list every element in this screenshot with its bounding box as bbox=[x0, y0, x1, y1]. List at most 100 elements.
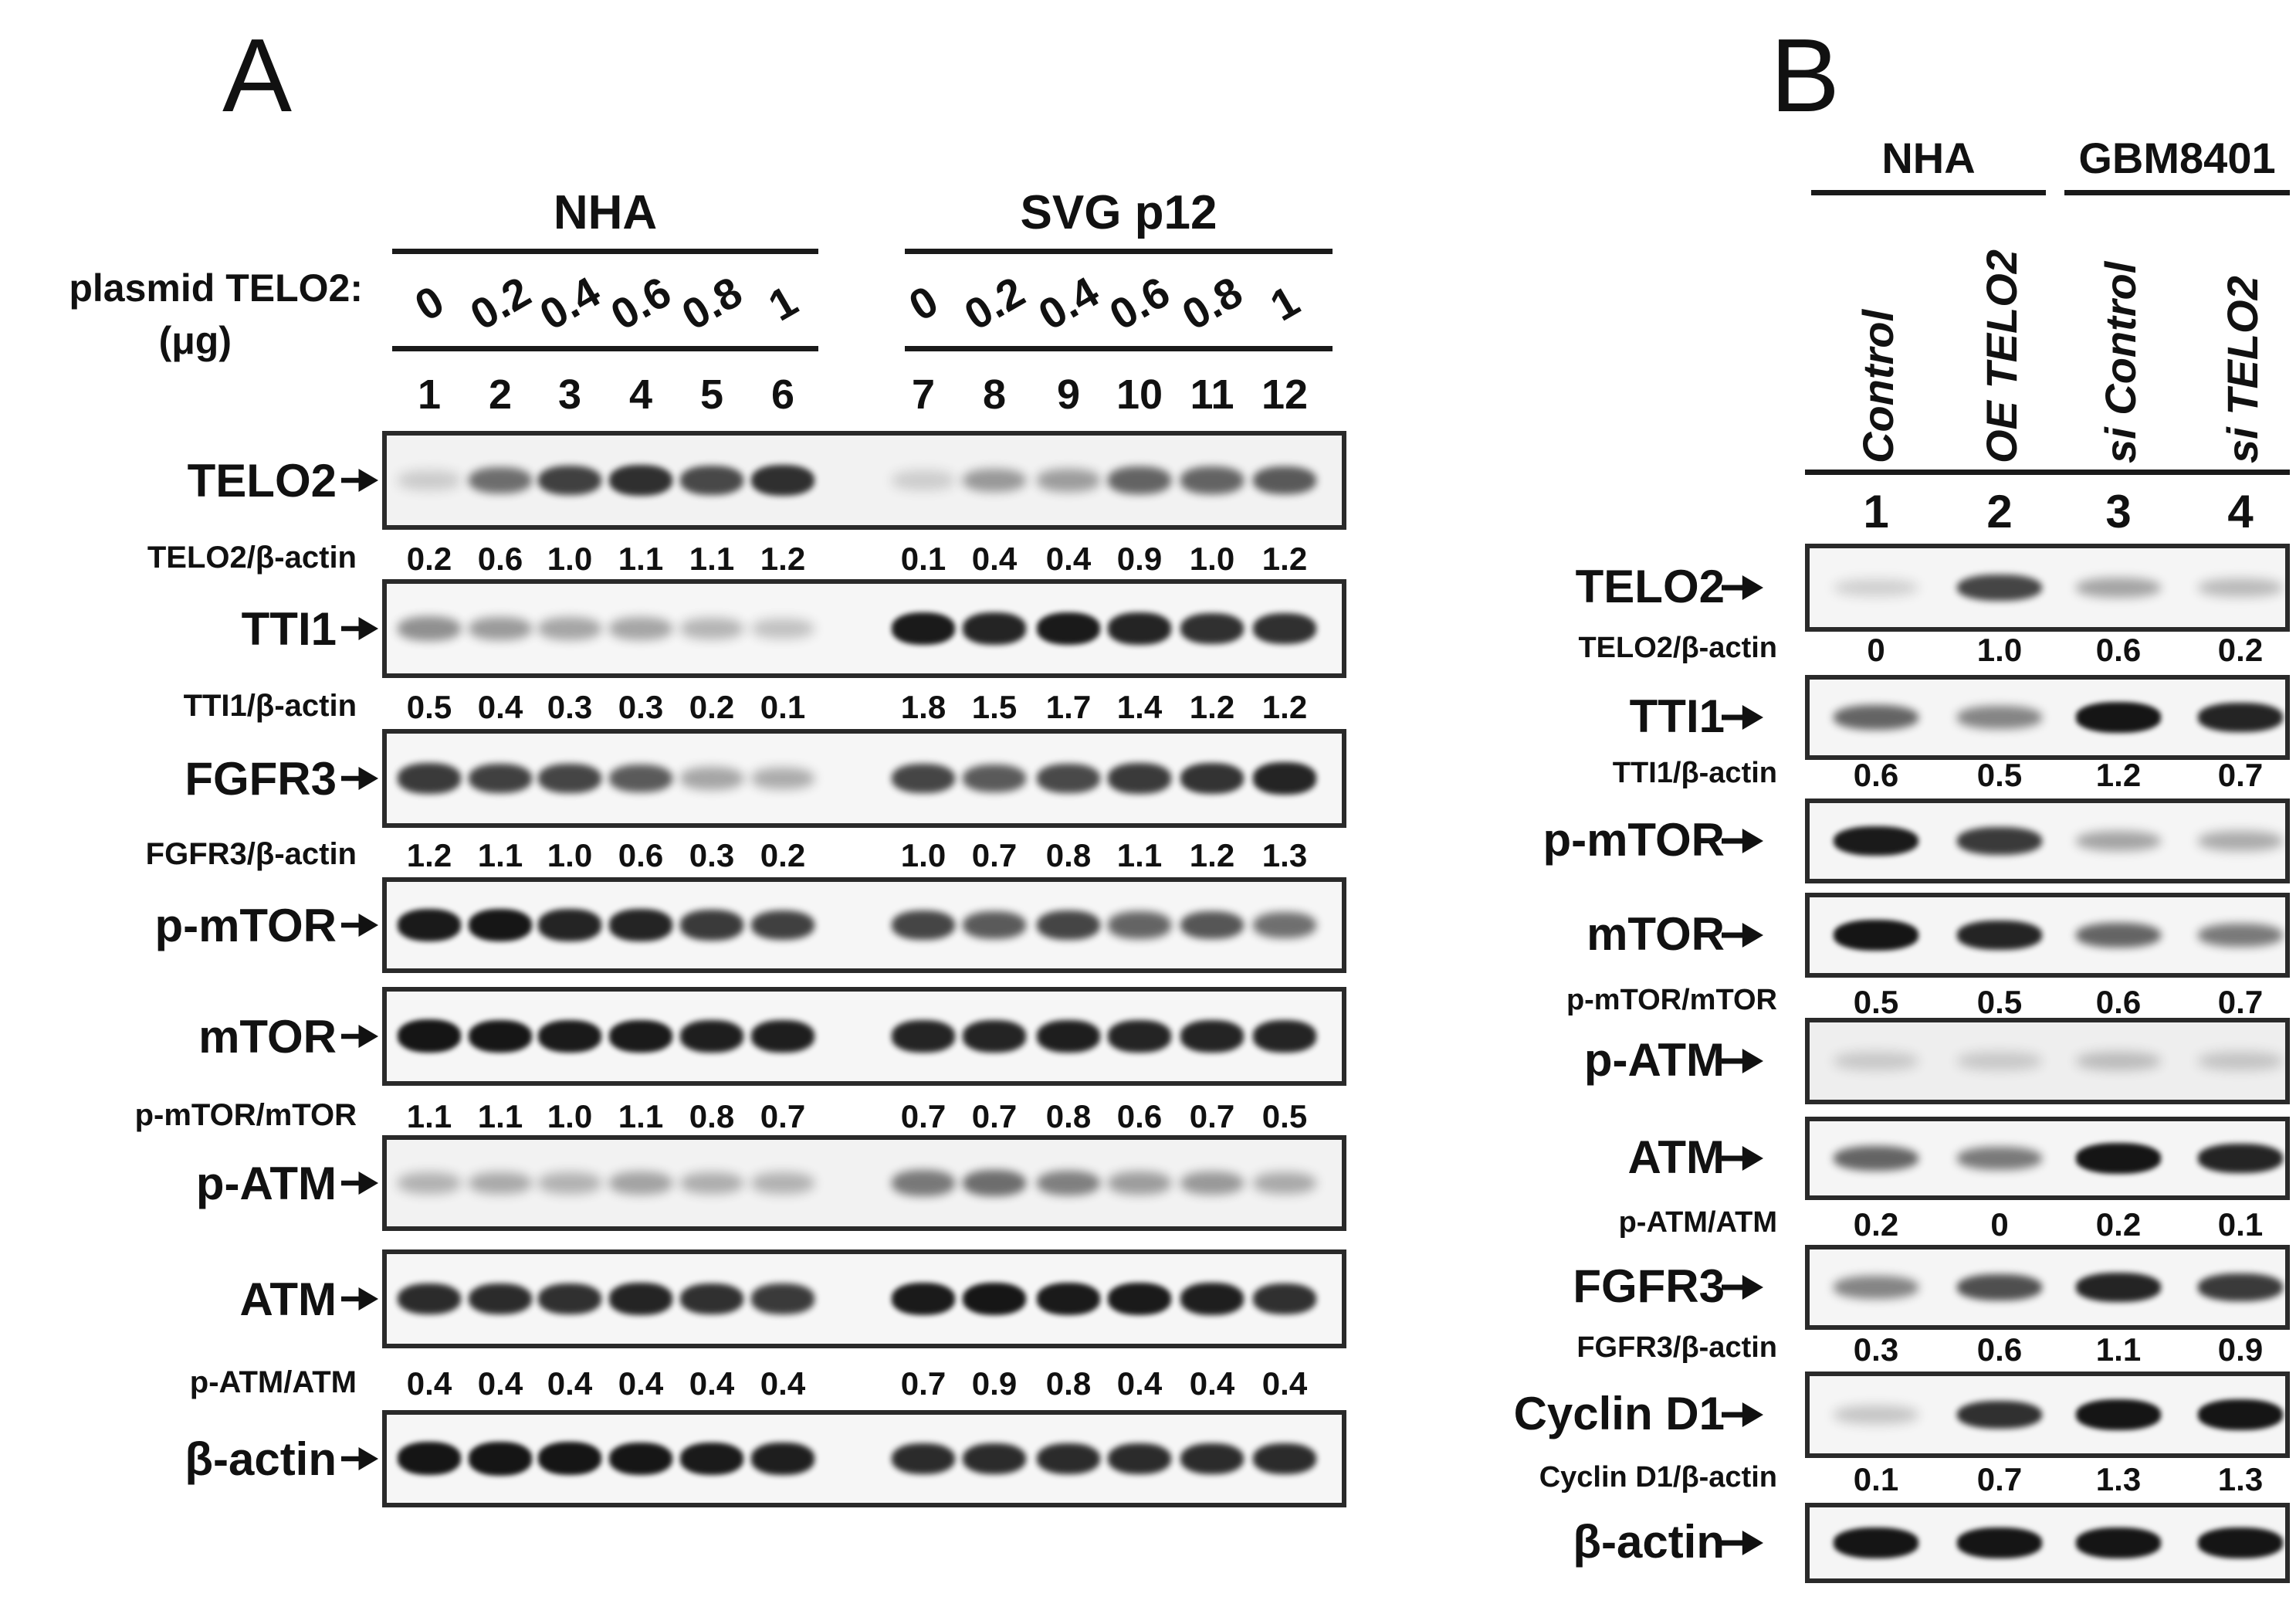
blot-p-atm-band bbox=[1253, 1171, 1316, 1195]
blot-fgfr3-label: FGFR3 bbox=[1573, 1260, 1725, 1312]
blot-telo2-ratio-value: 0.6 bbox=[2095, 632, 2142, 668]
blot-fgfr3-ratio-value: 0.6 bbox=[618, 837, 664, 873]
blot-cyclin-d1-ratio-value: 0.7 bbox=[1976, 1461, 2023, 1497]
blot-telo2-membrane bbox=[382, 431, 1346, 530]
blot-mtor-band bbox=[609, 1019, 672, 1053]
blot-telo2-ratio-value: 0.9 bbox=[1116, 541, 1163, 577]
blot-mtor-membrane bbox=[1805, 893, 2290, 978]
blot-atm-ratio-value: 0.2 bbox=[2095, 1206, 2142, 1243]
lane-number: 11 bbox=[1190, 371, 1234, 418]
arrow-icon bbox=[1722, 1146, 1763, 1171]
blot-cyclin-d1-band bbox=[1957, 1400, 2042, 1429]
blot-tti1-band bbox=[398, 616, 461, 641]
lane-number: 2 bbox=[1986, 486, 2013, 537]
blot-atm-band bbox=[1834, 1146, 1918, 1171]
dose-value: 0.8 bbox=[673, 266, 750, 340]
blot-telo2-ratio-value: 0.4 bbox=[971, 541, 1018, 577]
blot-telo2-band bbox=[469, 466, 532, 494]
blot-tti1-ratio-value: 0.5 bbox=[406, 689, 452, 725]
blot-atm-ratio-label: p-ATM/ATM bbox=[1618, 1206, 1777, 1239]
blot-fgfr3-ratio-value: 1.3 bbox=[1261, 837, 1308, 873]
blot-fgfr3-ratio-value: 1.2 bbox=[1189, 837, 1235, 873]
blot-mtor-band bbox=[680, 1020, 743, 1053]
blot-telo2-ratio-value: 1.1 bbox=[618, 541, 664, 577]
blot-tti1-band bbox=[751, 618, 814, 639]
blot--actin-membrane bbox=[1805, 1503, 2290, 1583]
dose-value: 0.6 bbox=[602, 266, 679, 340]
blot--actin-band bbox=[751, 1443, 814, 1475]
blot-tti1-band bbox=[2076, 702, 2161, 733]
blot-fgfr3-band bbox=[680, 767, 743, 790]
blot-telo2-label: TELO2 bbox=[1575, 561, 1725, 612]
blot-p-atm-band bbox=[751, 1172, 814, 1194]
lane-number: 3 bbox=[557, 371, 582, 418]
blot-tti1-ratio-value: 0.7 bbox=[2217, 757, 2264, 793]
blot-cyclin-d1-ratio-label: Cyclin D1/β-actin bbox=[1539, 1461, 1777, 1494]
blot-tti1-band bbox=[469, 616, 532, 641]
blot-p-mtor-band bbox=[963, 910, 1026, 940]
blot-fgfr3-band bbox=[538, 763, 601, 794]
blot-fgfr3-ratio-value: 1.2 bbox=[406, 837, 452, 873]
blot-cyclin-d1-label: Cyclin D1 bbox=[1513, 1388, 1725, 1439]
blot-fgfr3-band bbox=[1834, 1276, 1918, 1299]
blot-fgfr3-ratio-value: 1.0 bbox=[900, 837, 947, 873]
blot-telo2-band bbox=[1253, 466, 1316, 495]
blot-fgfr3-ratio-value: 1.1 bbox=[1116, 837, 1163, 873]
blot-tti1-band bbox=[892, 612, 955, 645]
blot-p-mtor-band bbox=[2076, 830, 2161, 852]
blot-p-atm-band bbox=[892, 1170, 955, 1196]
blot-fgfr3-ratio-value: 0.9 bbox=[2217, 1331, 2264, 1368]
blot-atm-ratio-value: 0.4 bbox=[547, 1365, 593, 1402]
blot-fgfr3-label: FGFR3 bbox=[185, 753, 337, 805]
blot-tti1-ratio-value: 0.6 bbox=[1853, 757, 1899, 793]
blot-tti1-label: TTI1 bbox=[1629, 690, 1725, 742]
blot-p-atm-band bbox=[1957, 1052, 2042, 1070]
blot-atm-band bbox=[538, 1283, 601, 1314]
blot-atm-ratio-value: 0.8 bbox=[1045, 1365, 1092, 1402]
blot-mtor-ratio-value: 0.7 bbox=[2217, 984, 2264, 1020]
blot-p-mtor-band bbox=[469, 908, 532, 942]
blot-telo2-band bbox=[1957, 574, 2042, 602]
blot-telo2-ratio-value: 0.1 bbox=[900, 541, 947, 577]
blot-mtor-ratio-value: 0.8 bbox=[1045, 1098, 1092, 1134]
blot-cyclin-d1-band bbox=[2198, 1399, 2283, 1430]
blot-mtor-ratio-value: 0.6 bbox=[1116, 1098, 1163, 1134]
dose-value: 1 bbox=[1261, 276, 1308, 331]
blot-telo2-ratio-value: 0.2 bbox=[406, 541, 452, 577]
blot-p-atm-label: p-ATM bbox=[1583, 1034, 1725, 1086]
blot-tti1-band bbox=[2198, 703, 2283, 732]
blot-p-mtor-band bbox=[1108, 911, 1171, 939]
blot-telo2-band bbox=[1834, 578, 1918, 597]
blot-fgfr3-band bbox=[609, 764, 672, 793]
blot-cyclin-d1-band bbox=[1834, 1405, 1918, 1424]
blot-tti1-ratio-value: 0.5 bbox=[1976, 757, 2023, 793]
blot-mtor-ratio-value: 1.0 bbox=[547, 1098, 593, 1134]
blot-fgfr3-band bbox=[751, 767, 814, 790]
blot-mtor-band bbox=[1253, 1020, 1316, 1053]
blot--actin-band bbox=[538, 1442, 601, 1476]
blot-mtor-band bbox=[892, 1020, 955, 1053]
blot-tti1-membrane bbox=[1805, 675, 2290, 760]
blot-p-mtor-band bbox=[680, 910, 743, 941]
blot-atm-ratio-value: 0.2 bbox=[1853, 1206, 1899, 1243]
blot-atm-ratio-value: 0.4 bbox=[1116, 1365, 1163, 1402]
group-svg-p12-top-line bbox=[905, 249, 1333, 254]
blot-mtor-membrane bbox=[382, 987, 1346, 1086]
blot-telo2-band bbox=[1180, 466, 1244, 494]
blot-tti1-band bbox=[538, 617, 601, 640]
blot-p-mtor-membrane bbox=[1805, 798, 2290, 883]
dose-label-unit: (μg) bbox=[158, 319, 232, 362]
blot--actin-band bbox=[892, 1443, 955, 1475]
dose-value: 1 bbox=[760, 276, 806, 331]
blot-p-atm-band bbox=[963, 1169, 1026, 1197]
blot-telo2-label: TELO2 bbox=[187, 455, 337, 507]
blot-tti1-band bbox=[1108, 612, 1171, 645]
lane-number: 2 bbox=[488, 371, 513, 418]
blot-mtor-ratio-value: 0.5 bbox=[1261, 1098, 1308, 1134]
blot-tti1-ratio-value: 1.4 bbox=[1116, 689, 1163, 725]
group-nha-bottom-line bbox=[392, 346, 818, 351]
blot-p-atm-band bbox=[398, 1172, 461, 1194]
blot-fgfr3-ratio-value: 1.0 bbox=[547, 837, 593, 873]
blot-mtor-band bbox=[538, 1019, 601, 1053]
blot-fgfr3-membrane bbox=[382, 729, 1346, 828]
